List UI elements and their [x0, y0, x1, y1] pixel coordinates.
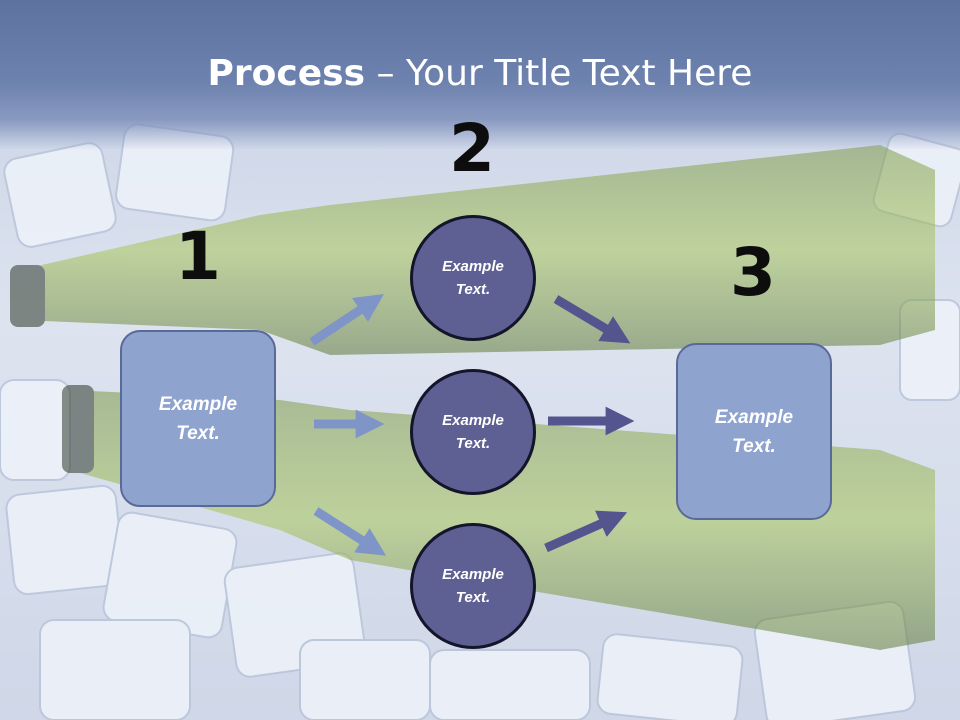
circle-top: Example Text. [410, 215, 536, 341]
arrow-bottom-to-right [544, 510, 628, 553]
step-number-1: 1 [175, 218, 221, 295]
arrow-left-to-bottom [313, 507, 387, 556]
right-text-box: Example Text. [676, 343, 832, 520]
slide-title: Process – Your Title Text Here [0, 50, 960, 98]
title-rest: – Your Title Text Here [365, 53, 753, 94]
circle-bottom: Example Text. [410, 523, 536, 649]
step-number-3: 3 [730, 234, 776, 311]
left-text-box: Example Text. [120, 330, 276, 507]
title-bold: Process [207, 53, 366, 94]
step-number-2: 2 [449, 110, 495, 187]
arrow-top-to-right [553, 295, 631, 344]
circle-middle: Example Text. [410, 369, 536, 495]
arrow-left-to-top [309, 294, 384, 346]
title-band [0, 0, 960, 150]
